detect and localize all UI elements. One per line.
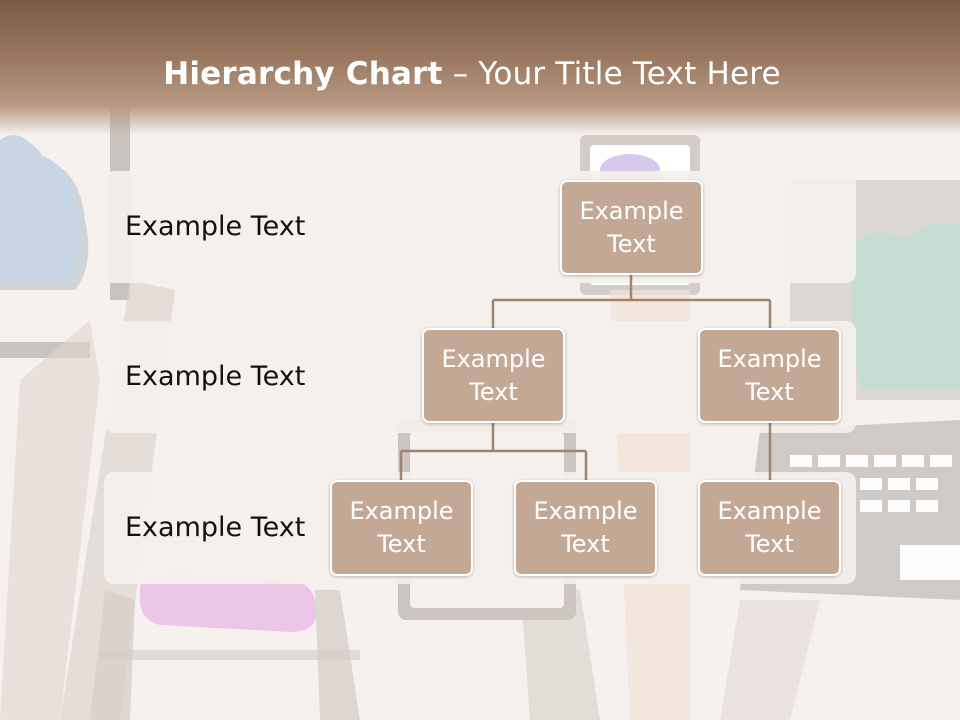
node-level2-left[interactable]: Example Text — [422, 328, 565, 423]
title-rest: – Your Title Text Here — [442, 56, 781, 92]
node-level3-middle[interactable]: Example Text — [514, 480, 657, 576]
node-level3-right[interactable]: Example Text — [698, 480, 841, 576]
cloud-icon — [0, 135, 89, 290]
level-label-2: Example Text — [125, 361, 306, 392]
node-level3-left[interactable]: Example Text — [330, 480, 473, 576]
level-label-3: Example Text — [125, 512, 306, 543]
node-level2-right[interactable]: Example Text — [698, 328, 841, 423]
node-root[interactable]: Example Text — [560, 180, 703, 275]
slide-title: Hierarchy Chart – Your Title Text Here — [0, 56, 944, 92]
title-bold: Hierarchy Chart — [163, 56, 443, 92]
level-band-1 — [104, 171, 856, 283]
level-label-1: Example Text — [125, 211, 306, 242]
title-bar — [0, 0, 960, 135]
